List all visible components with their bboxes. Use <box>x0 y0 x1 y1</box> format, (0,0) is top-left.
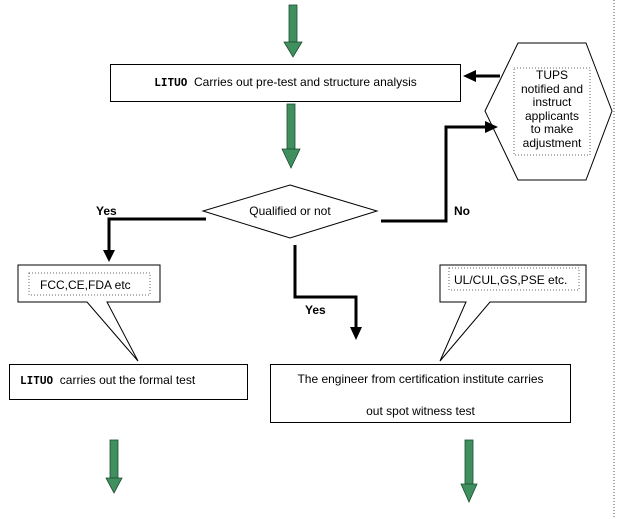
fcc-callout-dotted-frame <box>28 272 151 296</box>
arrow-yes-middle <box>293 245 362 340</box>
formal-test-text: LITUO carries out the formal test <box>20 373 195 387</box>
decision-diamond <box>201 184 379 239</box>
tups-line: applicants <box>524 108 580 123</box>
green-arrow-top <box>283 4 303 58</box>
formal-test-box: LITUO carries out the formal test <box>9 364 248 400</box>
green-arrow-bottom-left <box>105 439 123 494</box>
tups-line: instruct <box>532 95 572 109</box>
arrow-no-branch <box>381 121 498 223</box>
pretest-box: LITUO Carries out pre-test and structure… <box>110 64 461 102</box>
decision-label: Qualified or not <box>249 204 331 218</box>
formal-test-label: carries out the formal test <box>59 373 196 387</box>
formal-test-brand: LITUO <box>20 374 54 387</box>
spot-test-line2: out spot witness test <box>366 404 475 418</box>
arrow-tups-to-pretest <box>463 70 500 82</box>
tups-dotted-frame <box>513 67 591 156</box>
ul-callout-text: UL/CUL,GS,PSE etc. <box>454 273 568 287</box>
edge-label-yes-middle: Yes <box>305 303 326 317</box>
tups-line: TUPS <box>535 68 568 82</box>
spot-test-box: The engineer from certification institut… <box>270 364 571 423</box>
arrow-yes-left <box>103 217 206 262</box>
tups-hexagon <box>484 42 613 181</box>
green-arrow-middle <box>281 103 301 169</box>
edge-label-yes-left: Yes <box>96 204 117 218</box>
edge-label-no: No <box>454 204 470 218</box>
pretest-label: Carries out pre-test and structure analy… <box>194 75 417 89</box>
fcc-callout-shape <box>17 264 161 362</box>
fcc-callout-text: FCC,CE,FDA etc <box>40 278 131 292</box>
ul-callout-shape <box>439 264 587 362</box>
green-arrow-bottom-right <box>460 439 478 503</box>
tups-line: adjustment <box>522 135 582 150</box>
tups-line: to make <box>530 122 574 136</box>
pretest-text: LITUO Carries out pre-test and structure… <box>111 75 460 89</box>
ul-callout-dotted-frame <box>448 267 580 291</box>
tups-text: TUPS notified and instruct applicants to… <box>515 68 589 150</box>
spot-test-line1: The engineer from certification institut… <box>297 372 544 386</box>
pretest-brand: LITUO <box>154 76 188 89</box>
tups-line: notified and <box>520 81 584 96</box>
